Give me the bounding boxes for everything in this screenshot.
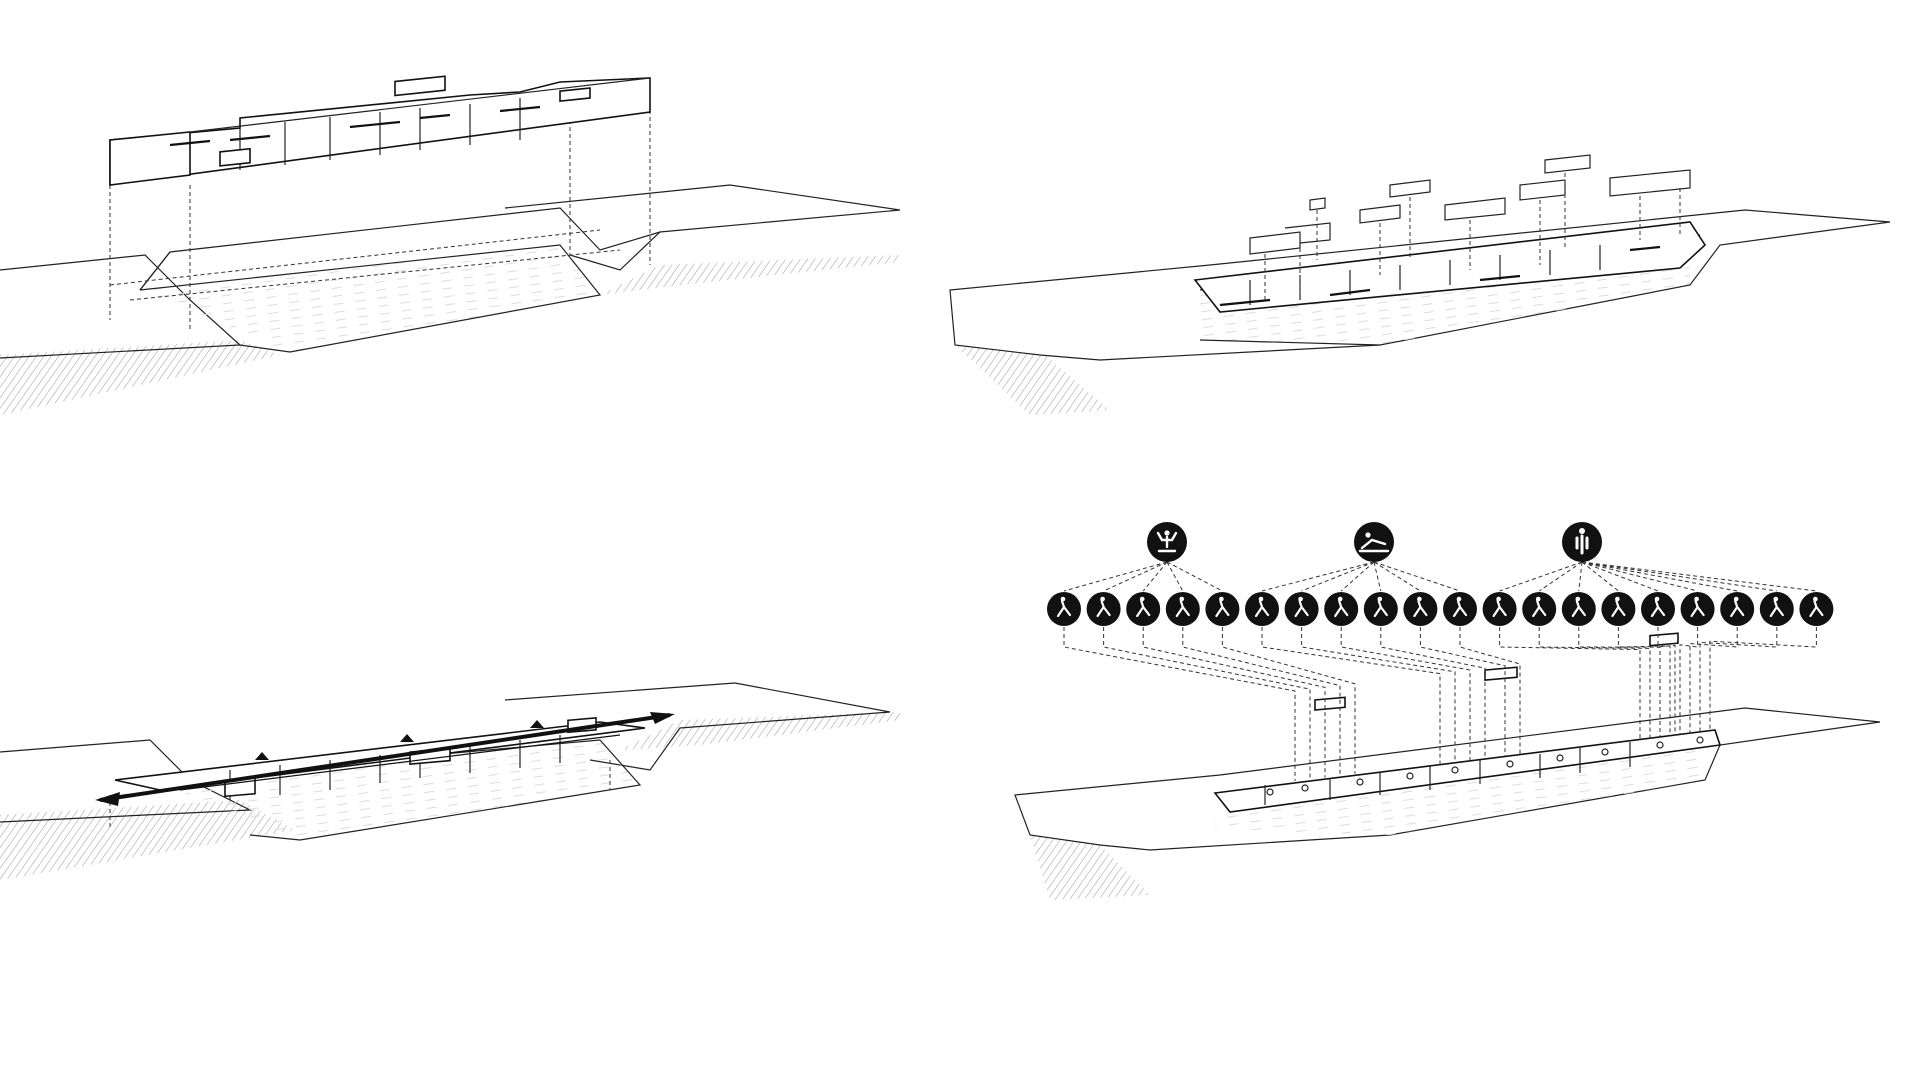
linear-volume-4 [1213,632,1722,813]
connector-building-measure-icon [1699,627,1778,733]
connector-building-campfire-icon [1261,627,1441,764]
connector-parent-hand-icon [1578,561,1583,592]
connector-building-weightlifter-icon [1142,627,1326,778]
channel-water-3 [150,740,640,840]
connector-building-leaf-icon [1709,627,1817,732]
panel-2-program-boxes [949,154,1891,415]
hand-icon [1561,592,1596,626]
group-sport-icon [1147,522,1187,562]
connector-building-painter-icon [1499,627,1641,740]
connector-parent-info-person-icon [1581,561,1698,592]
connector-parent-weightlifter-icon [1142,561,1168,592]
connector-building-hand-icon [1578,627,1661,738]
gears-icon [1522,592,1557,626]
linear-volume-2 [1193,221,1707,313]
connector-building-skater-icon [1063,627,1296,781]
connector-building-gallery-icon [1689,627,1738,734]
lectern-icon [1601,592,1636,626]
connector-parent-hiker-icon [1301,561,1375,592]
channel-bed [139,244,602,353]
projection-lines [109,110,651,330]
ground-hatch-right [600,255,900,295]
connector-parent-measure-icon [1581,561,1777,592]
runner-icon [1086,592,1121,626]
eye-icon [1641,592,1675,626]
circulation-arrow [95,712,675,806]
connector-parent-skater-icon [1063,561,1168,592]
ground-hatch-3 [0,800,295,880]
connector-parent-runner-icon [1103,561,1168,592]
connector-building-hiker-icon [1301,627,1456,762]
connector-building-diver-icon [1182,627,1341,776]
bottle-icon [1363,592,1398,626]
connector-building-bottle-icon [1380,627,1486,759]
bar-stool-icon [1403,592,1438,626]
painter-icon [1482,592,1517,626]
connector-building-rower-icon [1221,627,1356,774]
diver-icon [1165,592,1200,626]
activity-icon-row [1047,592,1834,626]
channel-water [140,245,600,352]
standing-person-icon [1575,528,1589,555]
cocktail-icon [1324,592,1359,626]
connector-parent-rower-icon [1166,561,1223,592]
ground-right [504,184,901,271]
gallery-icon [1720,592,1755,626]
channel-water-4 [1215,745,1705,835]
panel-1-extruded-volume [0,75,901,415]
connector-building-runner-icon [1103,627,1311,780]
connector-parent-gears-icon [1538,561,1583,592]
linear-volume [109,75,651,186]
connector-building-info-person-icon [1679,627,1699,735]
connector-parent-wave-icon [1373,561,1461,592]
connector-building-gears-icon [1538,627,1651,739]
connector-parent-painter-icon [1499,561,1583,592]
connector-parent-cocktail-icon [1340,561,1375,592]
panel-3-circulation [0,682,900,880]
ground-hatch-left [0,340,280,415]
reclining-person-icon [1358,532,1390,553]
connector-building-wave-icon [1459,627,1521,754]
projection-lines-2 [1264,173,1681,300]
measure-icon [1759,592,1794,626]
meditation-person-icon [1156,530,1178,553]
connector-building-eye-icon [1657,627,1676,736]
connector-parent-diver-icon [1166,561,1184,592]
wave-icon [1443,592,1477,626]
connector-building-lectern-icon [1617,627,1671,736]
panel-4-activities [1014,522,1881,900]
connector-parent-leaf-icon [1581,561,1817,592]
hiker-icon [1284,592,1319,626]
campfire-icon [1245,592,1279,626]
info-person-icon [1680,592,1715,626]
skater-icon [1047,592,1081,626]
group-leisure-icon [1354,522,1394,562]
connector-parent-lectern-icon [1581,561,1619,592]
group-culture-icon [1562,522,1602,562]
exit-arrows [255,720,544,760]
connector-parent-gallery-icon [1581,561,1738,592]
projection-lines-3 [109,760,611,830]
connector-parent-bar-stool-icon [1373,561,1421,592]
ground-hatch-4 [1030,835,1150,900]
connector-parent-campfire-icon [1261,561,1375,592]
connector-building-cocktail-icon [1340,627,1471,760]
connector-building-bar-stool-icon [1419,627,1506,756]
ground-3-right [504,682,891,771]
ground-hatch-2 [955,345,1110,415]
ground-hatch-3b [620,712,900,750]
weightlifter-icon [1126,592,1161,626]
connector-parent-bottle-icon [1373,561,1382,592]
channel-end [139,251,171,291]
leaf-icon [1799,592,1834,626]
activity-connectors [1063,561,1817,781]
rower-icon [1205,592,1240,626]
